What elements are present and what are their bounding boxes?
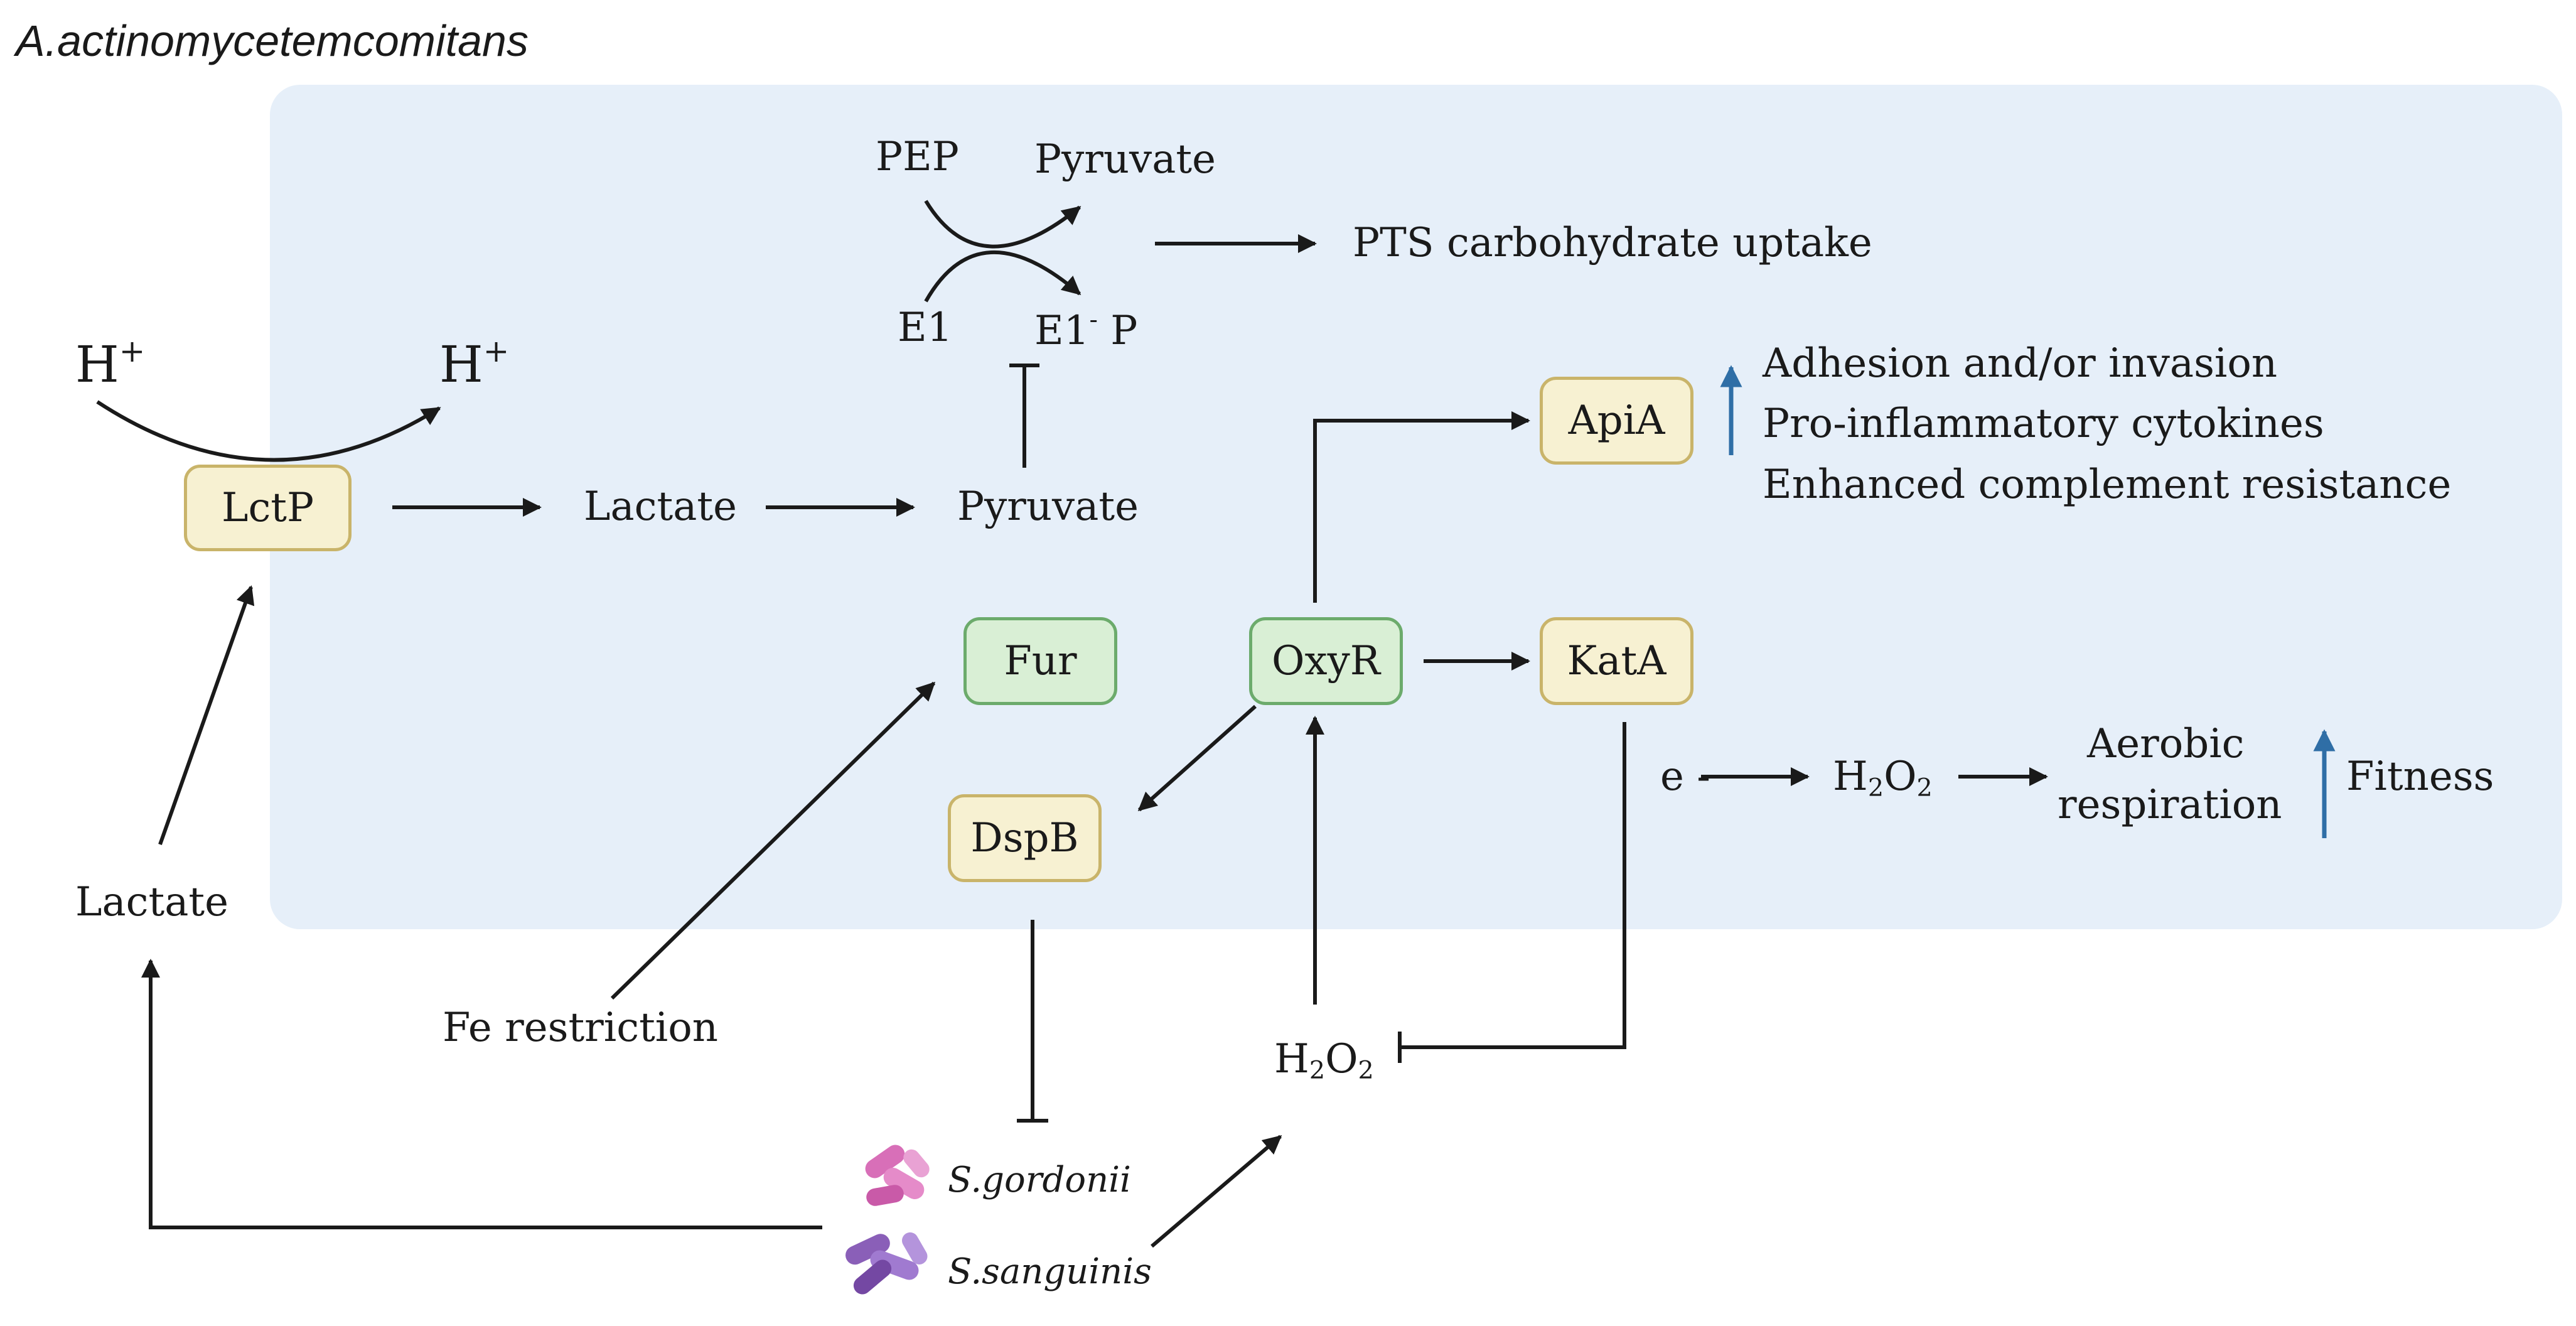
pyruvate-top-label: Pyruvate	[1034, 136, 1216, 183]
effect-adhesion: Adhesion and/or invasion	[1763, 340, 2278, 387]
fur-node: Fur	[963, 617, 1117, 705]
lactate-outside-label: Lactate	[75, 879, 228, 925]
arrow-strep-h2o2	[1151, 1135, 1282, 1248]
oxyr-node: OxyR	[1249, 617, 1403, 705]
lctp-node: LctP	[184, 465, 352, 551]
cell-region	[270, 85, 2562, 929]
ssanguinis-label: S.sanguinis	[948, 1251, 1152, 1292]
sgordonii-icon	[865, 1145, 930, 1206]
arrow-lactate-lctp	[158, 585, 255, 846]
effect-cytokines: Pro-inflammatory cytokines	[1763, 401, 2324, 447]
pts-label: PTS carbohydrate uptake	[1353, 220, 1872, 266]
sgordonii-label: S.gordonii	[948, 1160, 1131, 1200]
h2o2-outside-label: H2O2	[1274, 1036, 1374, 1085]
arrow-oxyr-apia	[1313, 411, 1530, 603]
diagram-title: A.actinomycetemcomitans	[16, 16, 529, 65]
inhibit-kata-h2o2	[1400, 722, 1626, 1049]
aerobic-label-2: respiration	[2058, 782, 2282, 828]
aerobic-label-1: Aerobic	[2087, 721, 2245, 767]
h2o2-inside-label: H2O2	[1833, 753, 1933, 802]
proton-right: H+	[439, 333, 510, 394]
apia-node: ApiA	[1540, 377, 1693, 465]
ssanguinis-icon	[845, 1232, 928, 1295]
kata-node: KatA	[1540, 617, 1693, 705]
electron-label: e -	[1660, 753, 1710, 800]
e1-label: E1	[898, 305, 953, 351]
arrow-fe-fur	[610, 681, 936, 1000]
pyruvate-mid-label: Pyruvate	[957, 483, 1139, 530]
dspb-node: DspB	[948, 794, 1102, 882]
effect-complement: Enhanced complement resistance	[1763, 461, 2452, 508]
lactate-inside-label: Lactate	[584, 483, 737, 530]
proton-transport-arrow	[96, 400, 441, 462]
arrow-oxyr-dspb	[1137, 704, 1257, 812]
arrow-strep-lactate	[141, 959, 822, 1229]
proton-left: H+	[75, 333, 146, 394]
reaction-e1-e1p	[924, 250, 1081, 303]
e1p-label: E1- P	[1034, 305, 1138, 354]
reaction-pep-pyruvate	[924, 200, 1081, 249]
fe-restriction-label: Fe restriction	[443, 1005, 718, 1051]
fitness-label: Fitness	[2346, 753, 2494, 800]
pep-label: PEP	[876, 134, 959, 180]
